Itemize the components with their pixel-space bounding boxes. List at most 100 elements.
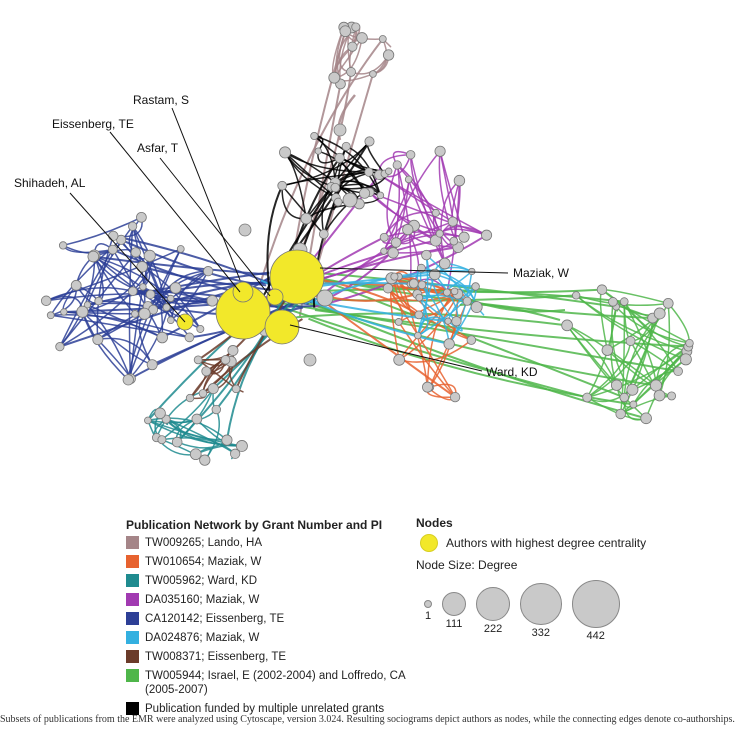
legend-label: DA024876; Maziak, W	[145, 632, 260, 644]
author-node	[667, 391, 677, 401]
author-node	[94, 296, 103, 306]
author-node	[196, 324, 205, 333]
author-node	[414, 331, 422, 340]
coauthor-edge	[387, 287, 472, 341]
author-node	[207, 383, 219, 395]
author-node	[649, 379, 663, 392]
author-node	[629, 400, 638, 409]
author-node	[434, 145, 446, 157]
legend-title: Publication Network by Grant Number and …	[126, 518, 383, 532]
nodes-legend-title: Nodes	[416, 516, 453, 530]
author-node	[136, 261, 148, 273]
callout-eissenberg: Eissenberg, TE	[52, 117, 134, 131]
nodes-legend: Nodes Authors with highest degree centra…	[416, 516, 736, 648]
author-node	[392, 160, 402, 170]
author-node	[619, 297, 629, 306]
author-node	[679, 353, 692, 366]
author-node	[334, 152, 345, 164]
author-node	[191, 413, 203, 425]
author-node	[561, 319, 573, 332]
author-node	[198, 389, 208, 398]
author-node	[673, 366, 683, 377]
author-node	[450, 287, 459, 296]
coauthor-edge	[59, 290, 134, 348]
coauthor-edge	[284, 151, 369, 173]
coauthor-edge	[59, 255, 96, 348]
coauthor-edge	[396, 164, 437, 214]
coauthor-edge	[127, 248, 182, 380]
author-node	[277, 180, 288, 191]
coauthor-edge	[611, 301, 633, 391]
author-node	[328, 71, 341, 84]
author-node	[390, 237, 402, 248]
author-node	[87, 250, 100, 263]
author-node	[414, 310, 424, 320]
callout-maziak: Maziak, W	[513, 266, 570, 280]
author-node	[444, 317, 452, 325]
legend-item: TW008371; Eissenberg, TE	[126, 650, 406, 664]
author-node	[601, 344, 614, 356]
coauthor-edge	[586, 313, 661, 399]
size-circle	[520, 583, 562, 625]
author-node	[376, 191, 385, 200]
legend-item: DA024876; Maziak, W	[126, 631, 406, 645]
author-node	[166, 316, 175, 325]
coauthor-edge	[297, 269, 625, 399]
author-node	[382, 49, 395, 61]
author-node	[314, 147, 322, 155]
size-circle	[571, 580, 620, 628]
legend-label: CA120142; Eissenberg, TE	[145, 613, 285, 625]
author-node	[422, 381, 433, 393]
author-node	[55, 342, 65, 352]
author-node	[83, 301, 92, 309]
author-node	[310, 131, 319, 141]
coauthor-edge	[379, 174, 487, 236]
author-node	[199, 454, 211, 466]
author-node	[435, 229, 444, 238]
legend-swatch	[126, 593, 139, 606]
author-node	[653, 389, 666, 402]
legend-item: DA035160; Maziak, W	[126, 593, 406, 607]
author-node	[136, 211, 147, 223]
author-node	[144, 416, 152, 425]
coauthor-edge	[658, 303, 671, 396]
callout-asfar: Asfar, T	[137, 141, 179, 155]
author-node	[333, 197, 343, 207]
author-node	[46, 311, 55, 320]
author-node	[615, 408, 626, 420]
author-node	[221, 434, 233, 446]
coauthor-edge	[305, 140, 371, 220]
author-node	[169, 282, 182, 294]
coauthor-edge	[81, 311, 129, 381]
coauthor-edge	[131, 225, 172, 321]
author-node	[131, 310, 139, 318]
legend-item: TW009265; Lando, HA	[126, 536, 406, 550]
author-node	[378, 35, 387, 43]
author-node	[470, 301, 483, 314]
coauthor-edge	[417, 286, 477, 337]
author-node	[640, 412, 652, 425]
author-node	[138, 307, 151, 320]
coauthor-edge	[393, 276, 472, 341]
author-node	[333, 123, 347, 137]
central-author-node	[269, 249, 325, 305]
author-node	[171, 436, 183, 448]
coauthor-edge	[417, 254, 429, 336]
coauthor-edge	[337, 94, 356, 141]
author-node	[662, 297, 674, 309]
author-node	[438, 257, 451, 270]
coauthor-edge	[318, 150, 366, 194]
coauthor-edge	[262, 299, 588, 399]
author-node	[235, 440, 248, 452]
highlight-row: Authors with highest degree centrality	[416, 534, 736, 552]
author-node	[189, 448, 202, 461]
coauthor-edge	[409, 154, 441, 235]
author-node	[41, 295, 52, 306]
author-node	[154, 407, 166, 419]
coauthor-edge	[45, 248, 182, 302]
central-author-node	[266, 288, 284, 306]
author-node	[572, 291, 581, 300]
author-node	[316, 289, 334, 307]
coauthor-edge	[259, 38, 384, 283]
size-label: 222	[483, 623, 503, 635]
